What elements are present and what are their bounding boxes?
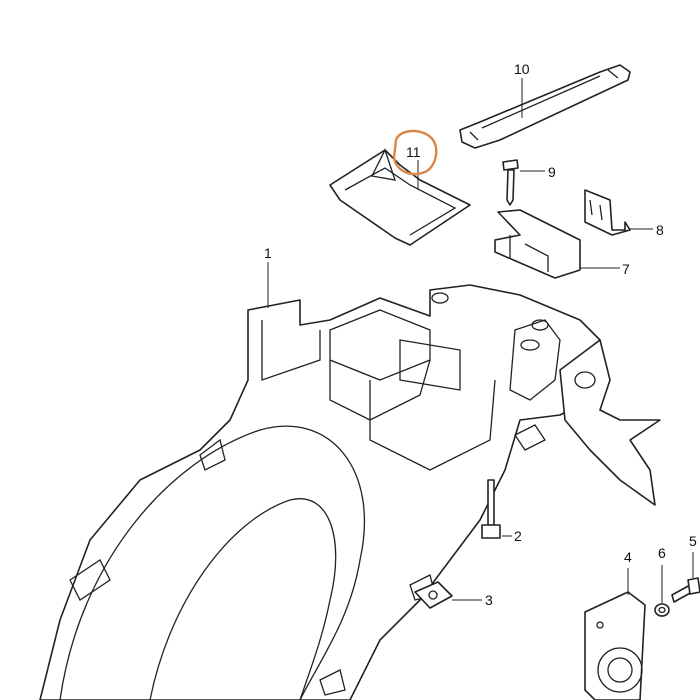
callout-7[interactable]: 7 bbox=[622, 261, 630, 277]
screw-part-5[interactable] bbox=[671, 552, 700, 603]
clip-bracket-part-8[interactable] bbox=[584, 189, 653, 236]
screw-part-9[interactable] bbox=[502, 159, 545, 206]
highlight-circle bbox=[392, 129, 438, 176]
rear-fender-part-1[interactable] bbox=[39, 284, 661, 700]
strap-part-10[interactable] bbox=[459, 64, 631, 149]
callout-11[interactable]: 11 bbox=[406, 144, 421, 160]
washer-part-6[interactable] bbox=[654, 565, 670, 617]
callout-4[interactable]: 4 bbox=[624, 549, 632, 565]
bracket-part-7[interactable] bbox=[494, 209, 620, 279]
cover-plate-part-4[interactable] bbox=[584, 568, 646, 700]
callout-9[interactable]: 9 bbox=[548, 164, 556, 180]
tool-bag-part-11[interactable] bbox=[329, 148, 471, 246]
bolt-part-2[interactable] bbox=[481, 479, 512, 539]
clip-nut-part-3[interactable] bbox=[414, 581, 482, 609]
callout-6[interactable]: 6 bbox=[658, 545, 666, 561]
callout-5[interactable]: 5 bbox=[689, 533, 697, 549]
callout-8[interactable]: 8 bbox=[656, 222, 664, 238]
callout-3[interactable]: 3 bbox=[485, 592, 493, 608]
callout-2[interactable]: 2 bbox=[514, 528, 522, 544]
callout-1[interactable]: 1 bbox=[264, 245, 272, 261]
callout-10[interactable]: 10 bbox=[514, 61, 530, 77]
